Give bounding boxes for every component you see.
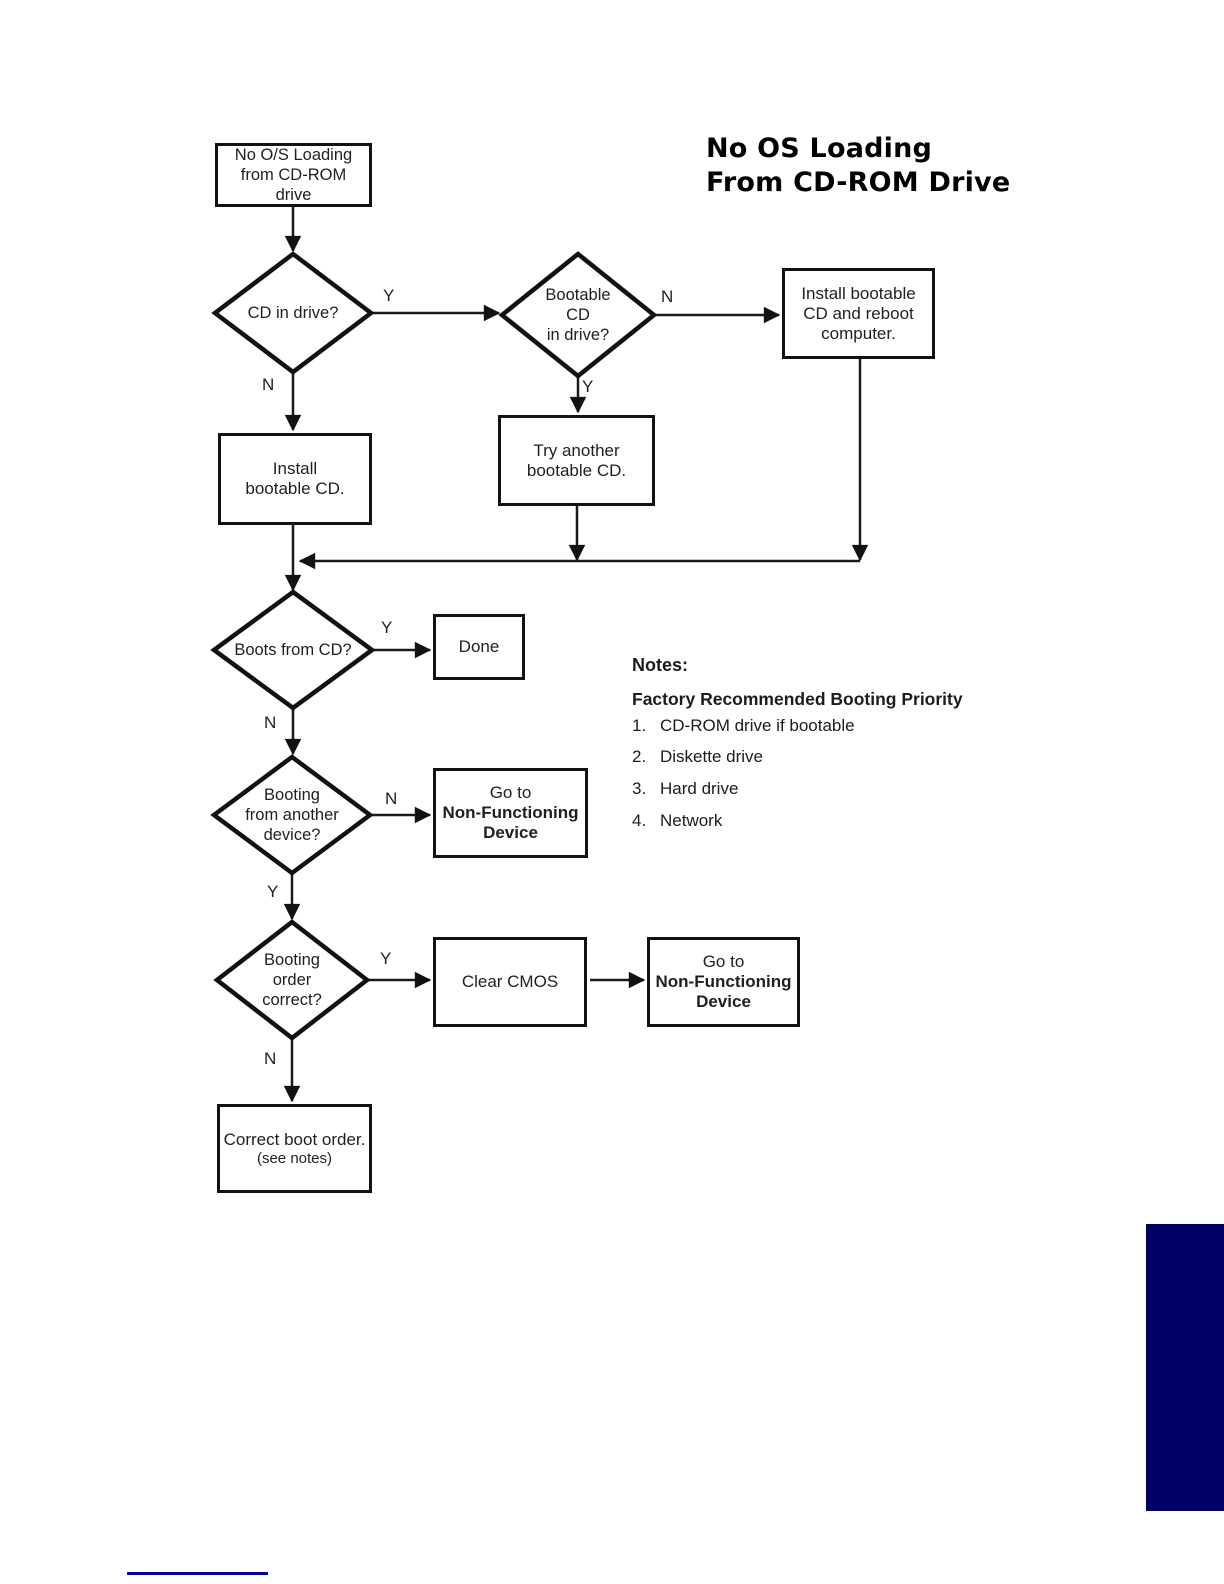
note-item: 4. Network xyxy=(632,811,722,831)
note-number: 1. xyxy=(632,716,647,735)
branch-label-no-booting-order: N xyxy=(264,1049,277,1068)
notes-subheading: Factory Recommended Booting Priority xyxy=(632,689,963,709)
branch-label-yes-bootable-cd: Y xyxy=(582,377,594,396)
footer-rule xyxy=(127,1572,268,1575)
note-number: 4. xyxy=(632,811,647,830)
connectors xyxy=(283,207,869,1103)
node-goto-nfd-2: Go to Non-Functioning Device xyxy=(647,937,800,1027)
node-goto-nfd-1: Go to Non-Functioning Device xyxy=(433,768,588,858)
branch-label-yes-boots-from-cd: Y xyxy=(381,618,393,637)
decision-bootable-cd-shape xyxy=(498,251,658,379)
note-number: 3. xyxy=(632,779,647,798)
node-done: Done xyxy=(433,614,525,680)
note-item: 3. Hard drive xyxy=(632,779,738,799)
decision-booting-other-shape xyxy=(210,754,374,876)
branch-label-no-boots-from-cd: N xyxy=(264,713,277,732)
branch-label-no-cd-in-drive: N xyxy=(262,375,275,394)
sidebar-accent-bar xyxy=(1146,1224,1224,1511)
page-title-line2: From CD-ROM Drive xyxy=(706,167,1011,198)
branch-label-yes-booting-order: Y xyxy=(380,949,392,968)
note-item: 2. Diskette drive xyxy=(632,747,763,767)
branch-label-yes-cd-in-drive: Y xyxy=(383,286,395,305)
node-try-another: Try another bootable CD. xyxy=(498,415,655,506)
note-text: Diskette drive xyxy=(660,747,763,766)
node-correct-boot-order: Correct boot order. (see notes) xyxy=(217,1104,372,1193)
branch-label-no-booting-other: N xyxy=(385,789,398,808)
decision-diamonds xyxy=(210,251,658,1041)
page-title-line1: No OS Loading xyxy=(706,133,933,164)
decision-bootable-cd-text: Bootable CD in drive? xyxy=(545,286,611,344)
decision-boots-from-cd-shape xyxy=(210,589,376,711)
note-text: Hard drive xyxy=(660,779,739,798)
node-install-cd: Install bootable CD. xyxy=(218,433,372,525)
decision-booting-order-text: Booting order correct? xyxy=(262,951,322,1009)
note-number: 2. xyxy=(632,747,647,766)
notes-heading: Notes: xyxy=(632,655,689,675)
decision-boots-from-cd-text: Boots from CD? xyxy=(234,641,352,659)
note-text: CD-ROM drive if bootable xyxy=(660,716,855,735)
decision-cd-in-drive-text: CD in drive? xyxy=(247,304,339,322)
node-start: No O/S Loading from CD-ROM drive xyxy=(215,143,372,207)
decision-cd-in-drive-shape xyxy=(211,251,375,375)
page-title: No OS Loading From CD-ROM Drive xyxy=(706,132,1010,200)
decision-booting-order-shape xyxy=(213,919,371,1041)
note-text: Network xyxy=(660,811,723,830)
note-item: 1. CD-ROM drive if bootable xyxy=(632,716,855,736)
branch-label-yes-booting-other: Y xyxy=(267,882,279,901)
decision-booting-other-text: Booting from another device? xyxy=(245,786,339,844)
node-clear-cmos: Clear CMOS xyxy=(433,937,587,1027)
node-install-reboot: Install bootable CD and reboot computer. xyxy=(782,268,935,359)
branch-label-no-bootable-cd: N xyxy=(661,287,674,306)
